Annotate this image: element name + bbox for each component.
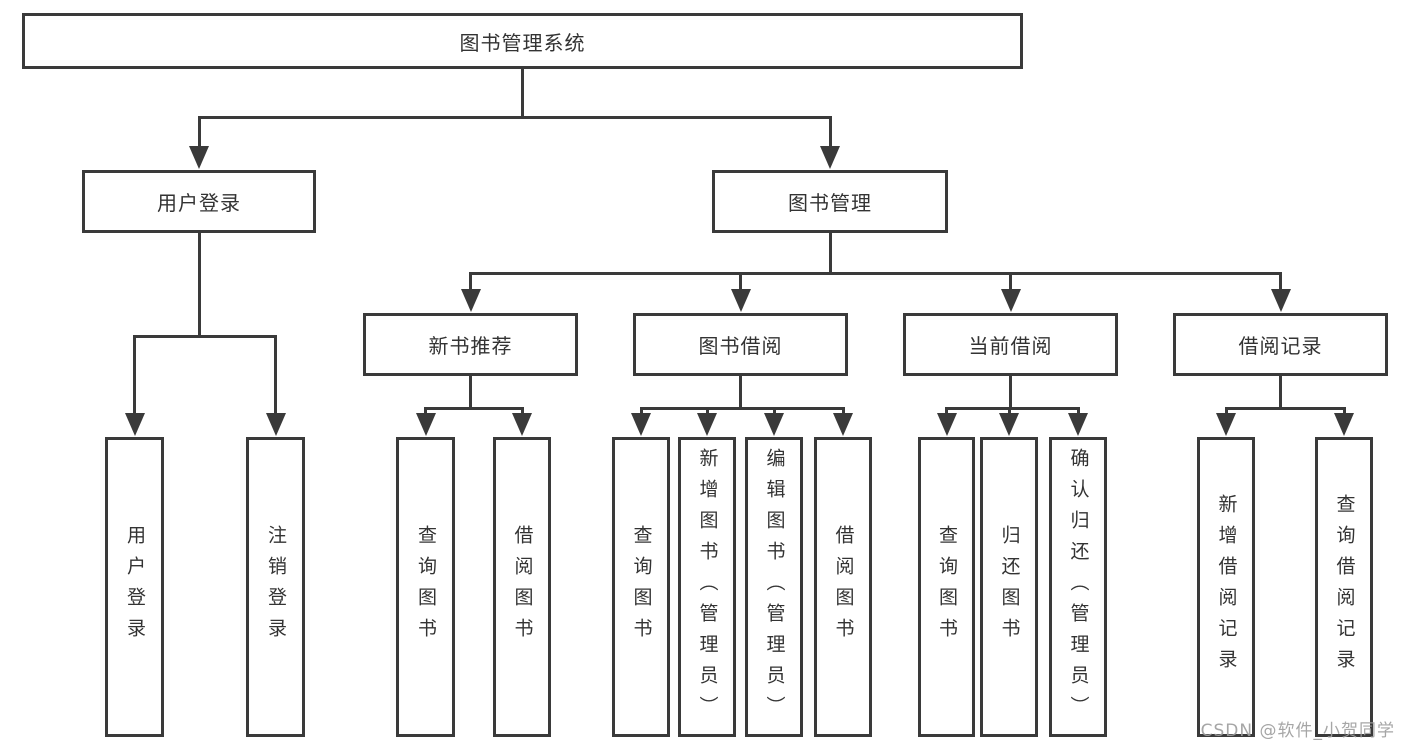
node-bb-borrow-book: 借阅图书 <box>814 437 872 737</box>
node-book-mgmt: 图书管理 <box>712 170 948 233</box>
connector-stem-system <box>521 69 524 119</box>
node-bb-add-book: 新增图书（管理员） <box>678 437 736 737</box>
arrow-into-book-mgmt <box>820 146 840 169</box>
node-bb-query-book: 查询图书 <box>612 437 670 737</box>
connector-drop-logout <box>274 335 277 413</box>
connector-drop-book-mgmt <box>828 116 832 146</box>
connector-bar-user-login-group <box>133 335 277 338</box>
connector-bar-borrow-records <box>1224 407 1346 410</box>
arrow-into-bb-edit-book <box>764 413 784 436</box>
node-book-borrow: 图书借阅 <box>633 313 848 376</box>
node-cb-return-book: 归还图书 <box>980 437 1038 737</box>
connector-stem-book-mgmt <box>828 233 832 275</box>
csdn-watermark: CSDN @软件_小贺同学 <box>1200 721 1395 741</box>
connector-stem-book-borrow <box>739 376 742 410</box>
node-bb-edit-book: 编辑图书（管理员） <box>745 437 803 737</box>
node-system: 图书管理系统 <box>22 13 1023 69</box>
node-login: 用户登录 <box>105 437 164 737</box>
arrow-into-bb-borrow-book <box>833 413 853 436</box>
connector-drop-bb-query-book <box>639 407 643 413</box>
connector-drop-br-add-record <box>1224 407 1228 413</box>
arrow-into-rec-query-book <box>415 413 436 436</box>
connector-drop-bb-edit-book <box>772 407 776 413</box>
connector-bar-system <box>197 116 832 119</box>
connector-bar-book-mgmt <box>469 272 1282 275</box>
arrow-into-bb-query-book <box>631 413 651 436</box>
connector-drop-current-borrow <box>1009 272 1012 289</box>
connector-drop-cb-query-book <box>945 407 948 413</box>
node-cb-query-book: 查询图书 <box>918 437 975 737</box>
node-current-borrow: 当前借阅 <box>903 313 1118 376</box>
connector-drop-cb-confirm-return <box>1076 407 1080 413</box>
arrow-into-cb-return-book <box>999 413 1019 436</box>
connector-drop-new-book-rec <box>469 272 472 289</box>
connector-stem-user-login-group <box>197 233 201 338</box>
connector-drop-borrow-records <box>1279 272 1282 289</box>
arrow-into-cb-query-book <box>936 413 957 436</box>
connector-bar-book-borrow <box>639 407 845 410</box>
arrow-into-br-add-record <box>1216 413 1236 436</box>
node-user-login-group: 用户登录 <box>82 170 316 233</box>
connector-drop-book-borrow <box>739 272 742 289</box>
arrow-into-logout <box>265 413 286 436</box>
node-rec-borrow-book: 借阅图书 <box>493 437 551 737</box>
node-borrow-records: 借阅记录 <box>1173 313 1388 376</box>
connector-drop-bb-borrow-book <box>841 407 845 413</box>
connector-bar-current-borrow <box>945 407 1080 410</box>
node-logout: 注销登录 <box>246 437 305 737</box>
node-new-book-rec: 新书推荐 <box>363 313 578 376</box>
node-cb-confirm-return: 确认归还（管理员） <box>1049 437 1107 737</box>
connector-drop-user-login-group <box>197 116 201 146</box>
connector-stem-new-book-rec <box>469 376 472 410</box>
arrow-into-cb-confirm-return <box>1068 413 1088 436</box>
connector-drop-bb-add-book <box>705 407 709 413</box>
arrow-into-login <box>124 413 145 436</box>
connector-drop-br-query-record <box>1342 407 1346 413</box>
arrow-into-rec-borrow-book <box>512 413 532 436</box>
arrow-into-current-borrow <box>1000 289 1021 312</box>
connector-drop-cb-return-book <box>1007 407 1011 413</box>
arrow-into-br-query-record <box>1334 413 1354 436</box>
arrow-into-book-borrow <box>730 289 751 312</box>
arrow-into-bb-add-book <box>697 413 717 436</box>
arrow-into-user-login-group <box>189 146 209 169</box>
node-br-query-record: 查询借阅记录 <box>1315 437 1373 737</box>
arrow-into-new-book-rec <box>460 289 481 312</box>
connector-stem-current-borrow <box>1009 376 1012 410</box>
node-rec-query-book: 查询图书 <box>396 437 455 737</box>
arrow-into-borrow-records <box>1270 289 1291 312</box>
connector-drop-rec-borrow-book <box>520 407 524 413</box>
connector-stem-borrow-records <box>1279 376 1282 410</box>
connector-bar-new-book-rec <box>424 407 524 410</box>
connector-drop-rec-query-book <box>424 407 427 413</box>
connector-drop-login <box>133 335 136 413</box>
node-br-add-record: 新增借阅记录 <box>1197 437 1255 737</box>
